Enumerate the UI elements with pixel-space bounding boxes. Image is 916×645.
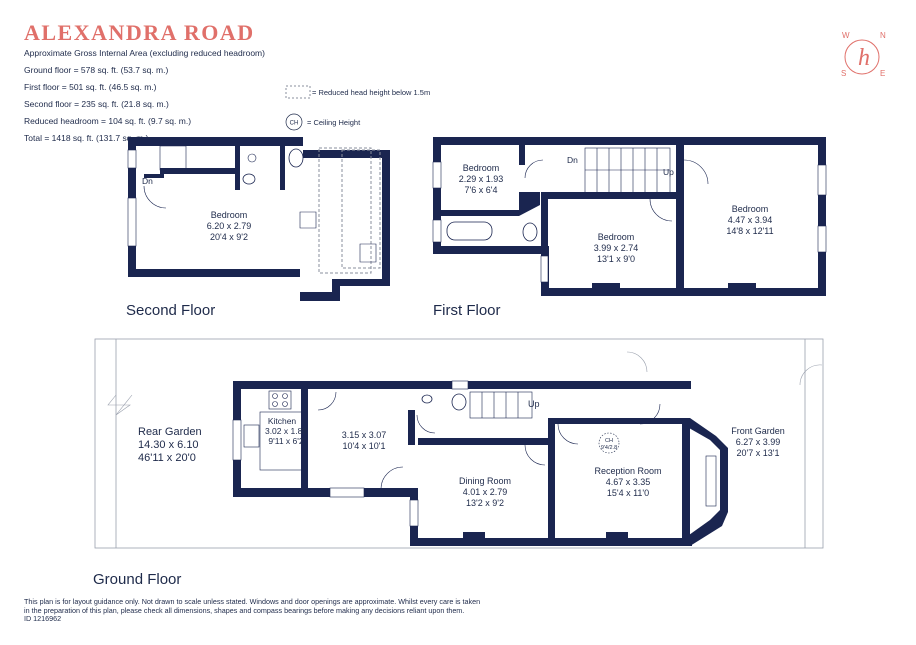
toilet-icon xyxy=(451,393,467,411)
window-icon xyxy=(409,499,419,527)
second-bedroom-metric: 6.20 x 2.79 xyxy=(207,221,252,231)
kitchen-metric: 3.02 x 1.88 xyxy=(265,426,307,436)
rear-garden-imperial: 46'11 x 20'0 xyxy=(138,452,196,464)
window-icon xyxy=(817,225,827,253)
sink-icon xyxy=(421,394,433,404)
first-floor-plan: Dn Up Bedroom 2.29 x 1.93 7'6 x 6'4 Bedr… xyxy=(432,137,827,319)
first-floor-title: First Floor xyxy=(433,302,501,319)
window-icon xyxy=(451,380,469,390)
ground-floor-plan: CH 9'4/2.8 Up Rear Garden 14.30 x 6.10 4… xyxy=(93,338,824,588)
room-metric: 3.15 x 3.07 xyxy=(342,430,387,440)
first-bedroom-small-metric: 2.29 x 1.93 xyxy=(459,174,504,184)
reduced-head-legend-box xyxy=(285,85,311,99)
compass-logo: h xyxy=(858,45,870,71)
first-bedroom-large-metric: 4.47 x 3.94 xyxy=(728,215,773,225)
rear-garden-metric: 14.30 x 6.10 xyxy=(138,439,199,451)
kitchen-name: Kitchen xyxy=(268,416,297,426)
reception-name: Reception Room xyxy=(594,466,661,476)
window-icon xyxy=(705,455,717,507)
area-total: Total = 1418 sq. ft. (131.7 sq. m.) xyxy=(24,133,149,143)
front-garden-imperial: 20'7 x 13'1 xyxy=(737,448,780,458)
area-ground-floor: Ground floor = 578 sq. ft. (53.7 sq. m.) xyxy=(24,65,169,75)
compass-s: S xyxy=(841,69,846,78)
ceiling-height-marker-icon xyxy=(598,432,620,454)
second-floor-plan: Dn Bedroom 6.20 x 2.79 20'4 x 9'2 Second… xyxy=(126,137,390,319)
area-heading: Approximate Gross Internal Area (excludi… xyxy=(24,48,265,58)
ceiling-height-legend-icon xyxy=(285,113,303,131)
compass-e: E xyxy=(880,69,885,78)
first-bedroom-small-imperial: 7'6 x 6'4 xyxy=(465,185,498,195)
compass-n: N xyxy=(880,31,886,40)
sink-icon xyxy=(243,424,260,448)
legend-reduced-head-text: = Reduced head height below 1.5m xyxy=(312,88,431,97)
second-bedroom-imperial: 20'4 x 9'2 xyxy=(210,232,248,242)
ground-floor-up: Up xyxy=(528,399,540,409)
kitchen-imperial: 9'11 x 6'2 xyxy=(268,436,303,446)
reception-imperial: 15'4 x 11'0 xyxy=(607,488,649,498)
area-first-floor: First floor = 501 sq. ft. (46.5 sq. m.) xyxy=(24,82,157,92)
reduced-headroom-area xyxy=(318,147,372,274)
sink-icon xyxy=(242,173,256,185)
first-floor-up: Up xyxy=(663,167,674,177)
first-floor-dn: Dn xyxy=(567,155,578,165)
window-icon xyxy=(817,164,827,196)
first-bedroom-large-imperial: 14'8 x 12'11 xyxy=(726,226,773,236)
first-bedroom-mid-imperial: 13'1 x 9'0 xyxy=(597,254,635,264)
front-garden-name: Front Garden xyxy=(731,426,785,436)
second-floor-title: Second Floor xyxy=(126,302,215,319)
bath-icon xyxy=(446,221,493,241)
ch-label: CH xyxy=(605,438,613,444)
window-icon xyxy=(432,219,442,243)
window-icon xyxy=(329,487,365,498)
dining-imperial: 13'2 x 9'2 xyxy=(466,498,504,508)
plot-boundary xyxy=(94,338,824,549)
second-bedroom-name: Bedroom xyxy=(211,210,248,220)
dining-metric: 4.01 x 2.79 xyxy=(463,487,508,497)
toilet-icon xyxy=(522,222,538,242)
window-icon xyxy=(127,149,137,169)
legend-ceiling-text: = Ceiling Height xyxy=(307,118,361,127)
property-title: ALEXANDRA ROAD xyxy=(24,20,255,45)
plan-id: ID 1216962 xyxy=(24,614,62,623)
compass-w: W xyxy=(842,31,850,40)
first-bedroom-mid-name: Bedroom xyxy=(598,232,635,242)
window-icon xyxy=(432,161,442,189)
ch-value: 9'4/2.8 xyxy=(601,445,617,451)
dining-name: Dining Room xyxy=(459,476,511,486)
toilet-icon xyxy=(288,148,304,168)
compass-icon: h W N S E xyxy=(841,31,886,78)
first-bedroom-small-name: Bedroom xyxy=(463,163,500,173)
room-imperial: 10'4 x 10'1 xyxy=(343,441,386,451)
first-bedroom-mid-metric: 3.99 x 2.74 xyxy=(594,243,639,253)
window-icon xyxy=(540,255,549,283)
ground-floor-title: Ground Floor xyxy=(93,571,181,588)
reception-metric: 4.67 x 3.35 xyxy=(606,477,651,487)
area-summary: Approximate Gross Internal Area (excludi… xyxy=(24,45,265,147)
first-bedroom-large-name: Bedroom xyxy=(732,204,769,214)
rear-garden-name: Rear Garden xyxy=(138,426,202,438)
front-garden-metric: 6.27 x 3.99 xyxy=(736,437,781,447)
ceiling-legend-ch: CH xyxy=(290,121,299,127)
window-icon xyxy=(232,419,242,461)
second-floor-dn: Dn xyxy=(142,176,153,186)
shower-icon xyxy=(247,153,257,163)
hob-icon xyxy=(268,390,292,410)
disclaimer: This plan is for layout guidance only. N… xyxy=(24,597,494,624)
area-reduced-headroom: Reduced headroom = 104 sq. ft. (9.7 sq. … xyxy=(24,116,192,126)
area-second-floor: Second floor = 235 sq. ft. (21.8 sq. m.) xyxy=(24,99,169,109)
window-icon xyxy=(127,197,137,247)
disclaimer-line-1: This plan is for layout guidance only. N… xyxy=(24,597,481,606)
disclaimer-line-2: in the preparation of this plan, please … xyxy=(24,605,465,615)
